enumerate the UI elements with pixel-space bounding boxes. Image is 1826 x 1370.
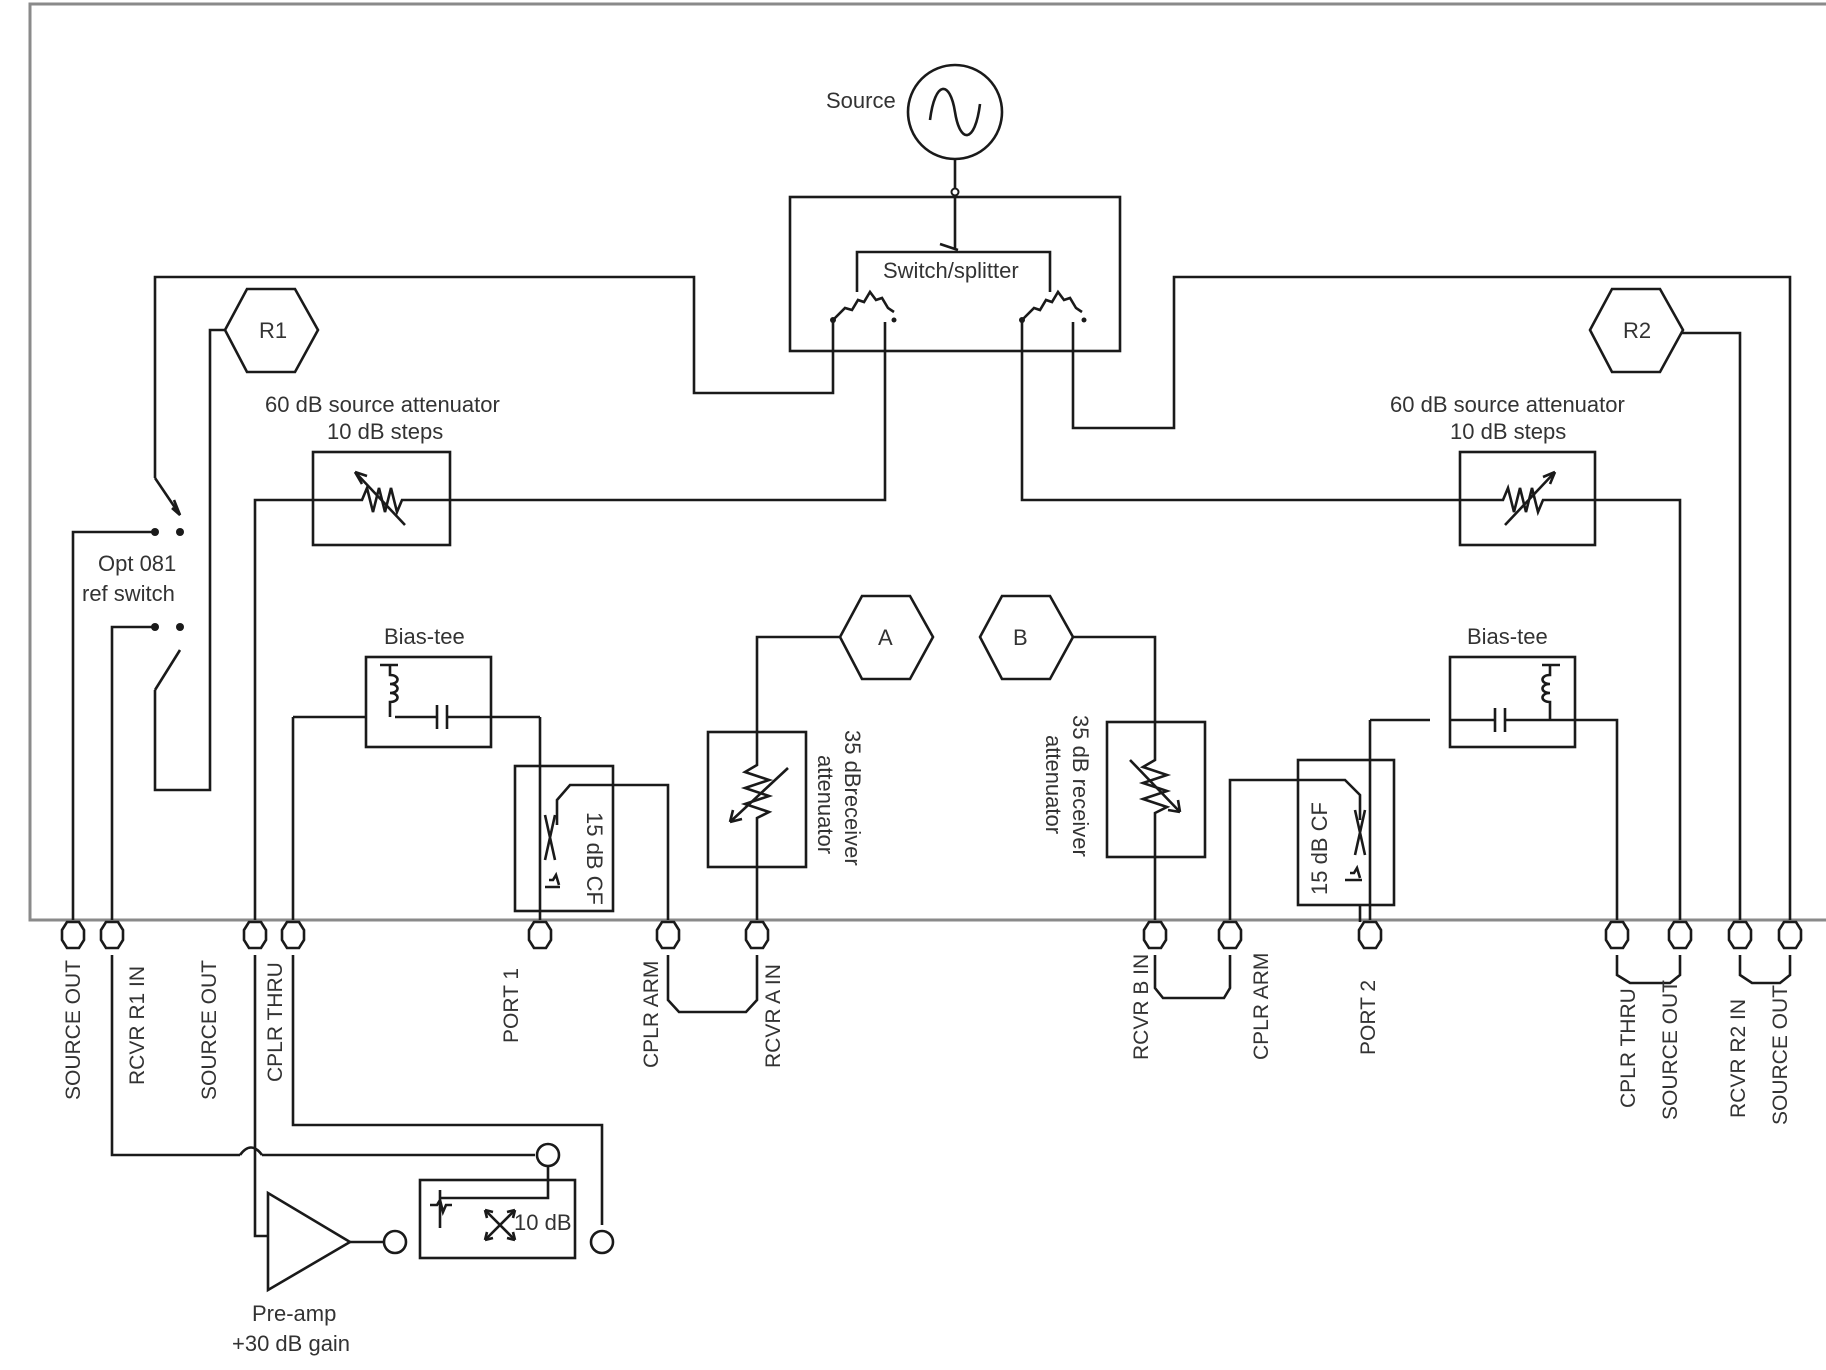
variable-attenuator-icon — [1504, 471, 1556, 526]
port-label-rcvr-r2-in: RCVR R2 IN — [1727, 999, 1750, 1118]
bias-tee-right: Bias-tee — [1448, 624, 1577, 749]
ext-coupler-label: 10 dB — [514, 1210, 572, 1235]
port-connector-icon[interactable] — [60, 920, 86, 950]
receiver-r2: R2 — [1588, 287, 1685, 374]
port-connector-icon[interactable] — [527, 920, 553, 950]
b-label: B — [1013, 625, 1028, 650]
preamp-gain-label: +30 dB gain — [232, 1331, 350, 1356]
port-connector-icon[interactable] — [589, 1229, 615, 1255]
front-panel-connectors — [60, 905, 1803, 950]
port-connector-icon[interactable] — [744, 920, 770, 950]
opt081-ref-switch: Opt 081 ref switch — [82, 528, 184, 631]
variable-attenuator-icon — [729, 767, 789, 823]
source-attenuator-left: 60 dB source attenuator 10 dB steps — [265, 392, 500, 547]
directional-coupler-icon — [484, 1209, 516, 1241]
atten-right-steps: 10 dB steps — [1450, 419, 1566, 444]
source-label: Source — [826, 88, 896, 113]
coupler-left-label: 15 dB CF — [582, 812, 607, 905]
receiver-attenuator-a: 35 dBreceiver attenuator — [706, 730, 865, 869]
pre-amp: Pre-amp +30 dB gain — [232, 1190, 353, 1356]
port-connector-icon[interactable] — [1142, 920, 1168, 950]
bias-tee-left-label: Bias-tee — [384, 624, 465, 649]
rx-atten-b-label-2: attenuator — [1041, 735, 1066, 834]
r2-label: R2 — [1623, 318, 1651, 343]
a-label: A — [878, 625, 893, 650]
port-connector-icon[interactable] — [1667, 920, 1693, 950]
rx-atten-a-label: 35 dBreceiver — [840, 730, 865, 866]
opt081-label-2: ref switch — [82, 581, 175, 606]
receiver-attenuator-b: 35 dB receiver attenuator — [1041, 715, 1207, 859]
port-label-cplr-arm-2: CPLR ARM — [1250, 953, 1273, 1060]
receiver-r1: R1 — [223, 287, 320, 374]
source-attenuator-right: 60 dB source attenuator 10 dB steps — [1390, 392, 1625, 547]
port-connector-icon[interactable] — [1217, 920, 1243, 950]
port-connector-icon[interactable] — [1604, 920, 1630, 950]
port-label-port-2: PORT 2 — [1357, 980, 1380, 1055]
port-labels: SOURCE OUT RCVR R1 IN SOURCE OUT CPLR TH… — [62, 953, 1792, 1125]
receiver-a: A — [838, 594, 935, 681]
port-label-rcvr-a-in: RCVR A IN — [762, 964, 785, 1068]
receiver-b: B — [978, 594, 1075, 681]
port-connector-icon[interactable] — [280, 920, 306, 950]
port-label-port-1: PORT 1 — [500, 968, 523, 1043]
coupler-right-label: 15 dB CF — [1307, 802, 1332, 895]
bias-tee-right-label: Bias-tee — [1467, 624, 1548, 649]
port-connector-icon[interactable] — [535, 1142, 561, 1168]
rx-atten-a-label-2: attenuator — [813, 755, 838, 854]
switch-splitter: Switch/splitter — [788, 195, 1122, 353]
hexagon-receiver-icon — [1588, 287, 1685, 374]
atten-right-title: 60 dB source attenuator — [1390, 392, 1625, 417]
variable-attenuator-icon — [1129, 759, 1181, 813]
port-connector-icon[interactable] — [242, 920, 268, 950]
atten-left-steps: 10 dB steps — [327, 419, 443, 444]
port-label-rcvr-b-in: RCVR B IN — [1130, 954, 1153, 1060]
port-connector-icon[interactable] — [99, 920, 125, 950]
port-connector-icon[interactable] — [1727, 920, 1753, 950]
coupler-right: 15 dB CF — [1296, 758, 1396, 907]
variable-attenuator-icon — [354, 471, 406, 526]
amplifier-triangle-icon — [266, 1190, 353, 1293]
port-label-source-out-2: SOURCE OUT — [198, 960, 221, 1100]
r1-label: R1 — [259, 318, 287, 343]
port-connector-icon[interactable] — [382, 1229, 408, 1255]
opt081-label: Opt 081 — [98, 551, 176, 576]
port-label-cplr-thru-1: CPLR THRU — [264, 962, 287, 1082]
directional-coupler-icon — [543, 814, 560, 889]
port-label-source-out-1: SOURCE OUT — [62, 960, 85, 1100]
port-connector-icon[interactable] — [1777, 920, 1803, 950]
preamp-label: Pre-amp — [252, 1301, 336, 1326]
atten-left-title: 60 dB source attenuator — [265, 392, 500, 417]
port-connector-icon[interactable] — [655, 920, 681, 950]
port-label-rcvr-r1-in: RCVR R1 IN — [126, 966, 149, 1085]
directional-coupler-icon — [1345, 809, 1367, 882]
hexagon-receiver-icon — [978, 594, 1075, 681]
hexagon-receiver-icon — [223, 287, 320, 374]
coupler-left: 15 dB CF — [513, 764, 615, 913]
hexagon-receiver-icon — [838, 594, 935, 681]
port-label-source-out-3: SOURCE OUT — [1659, 980, 1682, 1120]
rx-atten-b-label: 35 dB receiver — [1068, 715, 1093, 857]
source: Source — [826, 63, 1004, 197]
port-label-cplr-thru-2: CPLR THRU — [1617, 988, 1640, 1108]
port-label-cplr-arm-1: CPLR ARM — [640, 961, 663, 1068]
port-connector-icon[interactable] — [1357, 920, 1383, 950]
external-coupler: 10 dB — [382, 1142, 615, 1260]
bias-tee-left: Bias-tee — [364, 624, 493, 749]
switch-splitter-label: Switch/splitter — [883, 258, 1019, 283]
port-label-source-out-4: SOURCE OUT — [1769, 985, 1792, 1125]
instrument-frame — [28, 2, 1826, 922]
